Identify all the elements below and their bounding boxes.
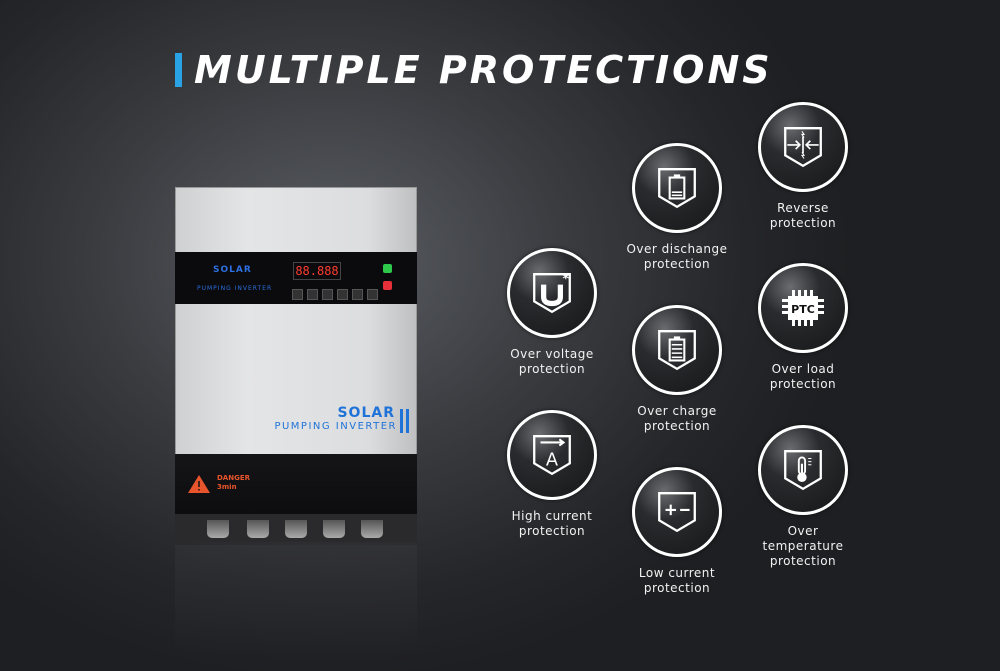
model-mark [400,409,409,433]
over-charge-icon [658,330,696,371]
cable-gland [285,520,307,538]
label-line: Over [787,524,819,538]
stop-button [383,281,392,290]
label-line: temperature [762,539,844,553]
front-brand-subtitle: PUMPING INVERTER [274,421,397,432]
panel-brand: SOLAR [213,265,252,275]
front-brand: SOLAR PUMPING INVERTER [274,405,409,433]
danger-text: DANGER [217,474,251,482]
title-text: MULTIPLE PROTECTIONS [194,48,773,92]
protection-badge [632,305,722,395]
cable-gland [361,520,383,538]
warning-icon [188,475,210,493]
panel-button [352,289,363,300]
cable-glands [175,514,417,542]
page-title: MULTIPLE PROTECTIONS [175,48,773,92]
title-accent-bar [175,53,182,87]
over-discharge-icon [658,168,696,209]
panel-button-down [337,289,348,300]
protection-badge [632,467,722,557]
high-current-icon: A [533,435,571,476]
led-display: 88.888 [293,262,341,280]
inverter-product-image: SOLAR PUMPING INVERTER 88.888 SOLAR PUMP… [175,187,417,542]
protection-badge: PTC [758,263,848,353]
label-line: Over charge [637,404,717,418]
control-panel: SOLAR PUMPING INVERTER 88.888 [175,252,417,304]
cable-gland [247,520,269,538]
label-line: protection [518,524,586,538]
reverse-icon [784,127,822,168]
over-voltage-icon: * [533,271,571,314]
product-reflection [175,545,417,655]
panel-button [367,289,378,300]
label-line: Over dischange [626,242,728,256]
svg-text:A: A [546,450,558,470]
panel-button [292,289,303,300]
protection-badge: * [507,248,597,338]
low-current-icon [658,492,696,533]
danger-time: 3min [217,483,237,491]
label-line: protection [769,554,837,568]
svg-text:*: * [562,271,569,286]
label-line: protection [643,257,711,271]
label-line: protection [769,377,837,391]
label-line: Over voltage [510,347,594,361]
protection-badge [632,143,722,233]
label-line: Low current [638,566,716,580]
svg-text:PTC: PTC [791,303,815,316]
label-line: protection [643,581,711,595]
label-line: Over load [771,362,835,376]
label-line: protection [518,362,586,376]
label-line: protection [643,419,711,433]
panel-button-up [322,289,333,300]
run-button [383,264,392,273]
label-line: High current [511,509,593,523]
over-load-icon: PTC [782,290,824,326]
protection-badge: A [507,410,597,500]
cable-gland [323,520,345,538]
front-brand-title: SOLAR [337,405,395,421]
over-temperature-icon [784,450,822,491]
panel-subtitle: PUMPING INVERTER [197,285,273,292]
protection-badge [758,425,848,515]
label-line: protection [769,216,837,230]
inverter-body [175,187,417,457]
panel-button [307,289,318,300]
protection-badge [758,102,848,192]
cable-gland [207,520,229,538]
label-line: Reverse [777,201,829,215]
